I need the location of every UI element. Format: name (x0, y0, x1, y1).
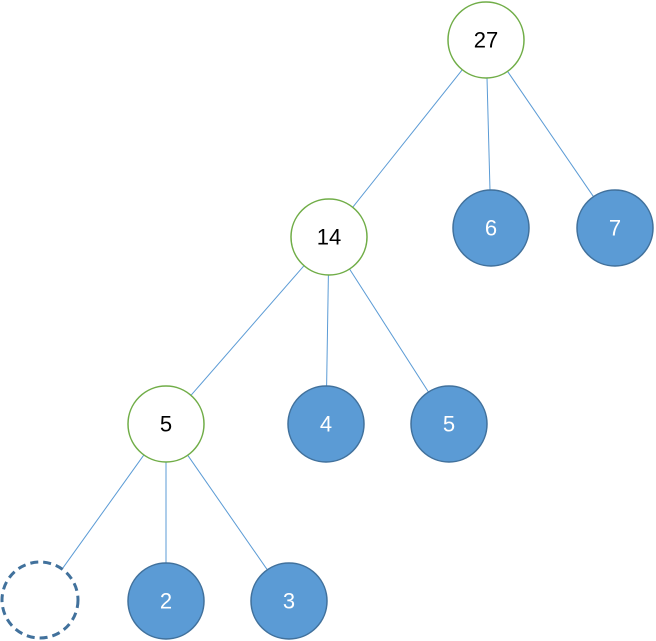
node-label: 4 (320, 412, 332, 437)
empty-node-nempty (0, 560, 80, 640)
node-circle (576, 189, 654, 267)
node-label: 27 (474, 28, 498, 53)
edge-n27-n14 (352, 69, 463, 208)
node-label: 2 (160, 589, 172, 614)
node-circle (127, 562, 205, 640)
edge-n14-n4 (326, 274, 329, 387)
node-label: 3 (283, 589, 295, 614)
leaf-node-n5l: 5 (410, 385, 488, 463)
edge-n5i-n3 (187, 454, 268, 571)
node-circle (127, 385, 205, 463)
leaf-node-n7: 7 (576, 189, 654, 267)
edge-n14-n5i (190, 265, 305, 396)
internal-node-n14: 14 (290, 198, 368, 276)
node-circle (250, 562, 328, 640)
node-label: 5 (160, 412, 172, 437)
node-circle (287, 385, 365, 463)
edge-n27-n7 (507, 71, 594, 197)
node-label: 7 (609, 216, 621, 241)
internal-node-n27: 27 (447, 1, 525, 79)
tree-edges (61, 69, 594, 571)
edge-n27-n6 (486, 77, 491, 191)
leaf-node-n6: 6 (452, 189, 530, 267)
internal-node-n5i: 5 (127, 385, 205, 463)
node-circle (410, 385, 488, 463)
leaf-node-n3: 3 (250, 562, 328, 640)
edge-n14-n5l (349, 268, 429, 393)
node-circle (447, 1, 525, 79)
node-circle (452, 189, 530, 267)
leaf-node-n2: 2 (127, 562, 205, 640)
leaf-node-n4: 4 (287, 385, 365, 463)
node-label: 6 (485, 216, 497, 241)
edge-n5i-nempty (61, 454, 145, 570)
node-circle (0, 560, 80, 640)
node-circle (290, 198, 368, 276)
node-label: 14 (317, 225, 341, 250)
node-label: 5 (443, 412, 455, 437)
